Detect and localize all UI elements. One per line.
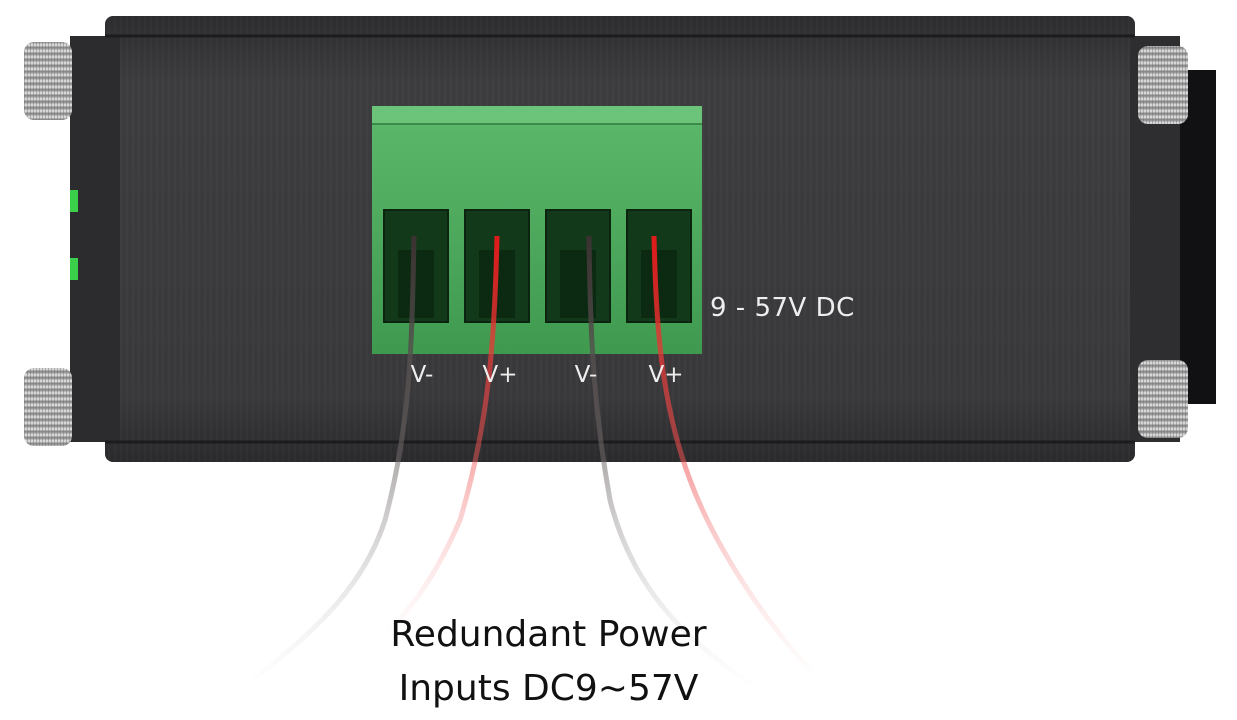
terminal-label: V-	[574, 362, 598, 388]
wire-negative-2	[586, 235, 762, 693]
screw-icon	[1138, 46, 1188, 124]
status-led-icon	[70, 190, 78, 212]
screw-icon	[24, 42, 72, 120]
din-rail-bracket	[1180, 70, 1216, 404]
terminal-label: V-	[410, 362, 434, 388]
screw-icon	[1138, 360, 1188, 438]
terminal-label: V+	[482, 362, 518, 388]
wire-positive-2	[651, 235, 822, 682]
screw-icon	[24, 368, 72, 446]
status-led-icon	[70, 258, 78, 280]
terminal-label: V+	[648, 362, 684, 388]
wire-negative-1	[238, 235, 417, 692]
terminal-block	[372, 106, 702, 354]
caption-line-1: Redundant Power	[390, 614, 707, 655]
wire-positive-1	[378, 235, 500, 642]
caption-line-2: Inputs DC9~57V	[398, 668, 699, 709]
voltage-rating-label: 9 - 57V DC	[710, 293, 855, 323]
